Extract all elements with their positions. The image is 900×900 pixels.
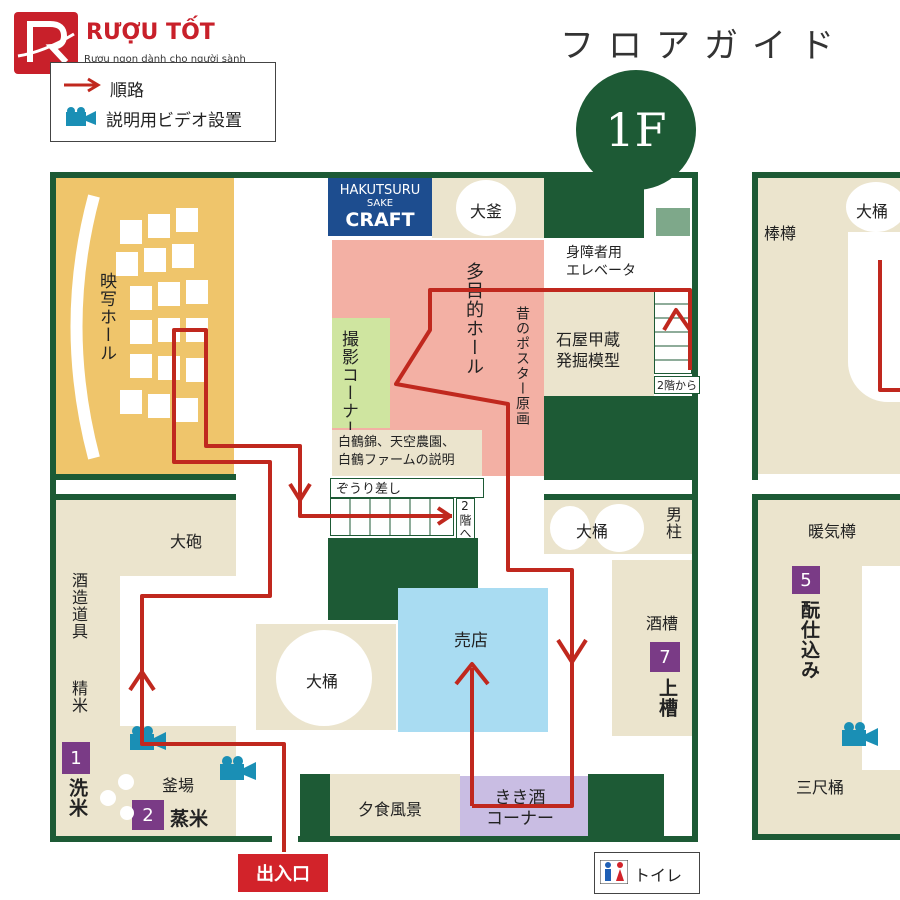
sake-craft-line3: CRAFT [345,209,415,231]
tub-circle [100,790,116,806]
to-2f-label: 2階へ [456,498,475,541]
page-title: フロアガイド [560,26,848,66]
hakutsuru-desc-label: 白鶴錦、天空農園、 白鶴ファームの説明 [338,435,456,469]
tub-circle [118,774,134,790]
brand-name: RƯỢU TỐT [86,20,215,45]
step-badge-5: 5 [792,566,820,594]
legend-video-label: 説明用ビデオ設置 [106,111,242,131]
sake-craft-line2: SAKE [366,198,394,209]
brand-logo-icon [17,21,75,65]
oke-right-label: 大桶 [576,522,609,541]
route-arrow-icon [64,77,101,93]
joumai-label: 蒸米 [170,808,209,830]
photo-corner-label: 撮影コーナー [338,330,358,438]
route-segment [394,288,692,808]
toilet-icon [600,860,628,884]
right-taru-label: 棒樽 [764,224,797,243]
floor-label: 1F [605,103,667,157]
wall [752,172,900,178]
video-camera-icon [842,722,878,746]
sanshaku-label: 三尺桶 [796,778,845,797]
big-tub-circle [276,630,372,726]
big-tub-label: 大桶 [306,672,339,691]
route-segment [556,638,588,664]
dankidaru-label: 暖気樽 [808,522,857,541]
dinner-scene-room [330,774,460,836]
sake-craft-sign[interactable]: HAKUTSURU SAKE CRAFT [328,178,432,236]
wall [752,494,758,840]
entrance-sign[interactable]: 出入口 [238,854,328,892]
walkway [120,576,236,726]
wall [298,836,698,842]
legend-box [50,62,276,142]
elevator-label: 身障者用 エレベータ [566,245,636,280]
route-segment [436,506,452,526]
theater-label: 映写ホール [96,272,116,362]
video-camera-icon [66,107,96,126]
seimai-label: 精米 [69,680,88,714]
wall [752,172,758,480]
sakabune-label: 酒槽 [646,614,679,633]
brand-tagline: Rượu ngon dành cho người sành [84,54,246,65]
big-pot-circle [456,180,516,236]
wall [544,494,694,500]
tub-circle [120,806,134,820]
wall [752,834,900,840]
wall [50,172,698,178]
shikomi-label: 酛仕込み [798,600,820,680]
joso-label: 上槽 [656,678,678,718]
wall [544,474,694,480]
wall [692,172,698,840]
hakutsuru-desc-room [332,430,482,476]
wall [50,836,272,842]
big-pot-label: 大釜 [470,202,503,221]
taiho-label: 大砲 [170,532,203,551]
wall [752,494,900,500]
shop-label: 売店 [454,631,488,651]
zouri-label: ぞうり差し [336,482,402,497]
route-segment [288,482,312,502]
dinner-scene-label: 夕食風景 [358,800,423,819]
wall [50,474,236,480]
toilet-label: トイレ [634,866,683,885]
right-oke-label: 大桶 [856,202,889,221]
otoko-label: 男柱 [663,506,682,540]
tub-circle [550,506,590,550]
legend-route-label: 順路 [110,81,144,101]
dark-block [588,774,664,836]
brewing-tools-label: 酒造道具 [69,572,88,640]
elevator-box[interactable] [656,208,690,236]
right-tub-circle [846,182,900,232]
excavation-model-label: 石屋甲蔵 発掘模型 [556,330,621,370]
brand-logo [14,12,78,74]
sake-craft-line1: HAKUTSURU [339,183,421,198]
kamaba-label: 釜場 [162,776,195,795]
entrance-label: 出入口 [256,864,310,885]
posters-label: 昔のポスター原画 [514,306,530,426]
from-2f-label: 2階から [654,376,700,394]
route-segment [662,308,692,332]
photo-corner[interactable] [332,318,390,428]
stairs-from-2f [654,290,692,374]
video-camera-icon [220,756,256,780]
dark-block [544,396,692,476]
wall [50,494,236,500]
route-segment [140,328,448,852]
route-segment [878,260,900,392]
dark-block [544,178,644,238]
right-walkway [848,232,900,402]
step-badge-7: 7 [650,642,680,672]
route-segment [454,662,490,686]
step-badge-1: 1 [62,742,90,774]
senmai-label: 洗米 [66,778,88,818]
wall [50,172,56,840]
tasting-corner-label: きき酒 コーナー [486,788,554,830]
tub-circle [594,504,644,552]
dark-block [300,774,330,836]
route-segment [128,670,156,692]
excavation-model-room [544,290,654,396]
step-badge-2: 2 [132,800,164,830]
